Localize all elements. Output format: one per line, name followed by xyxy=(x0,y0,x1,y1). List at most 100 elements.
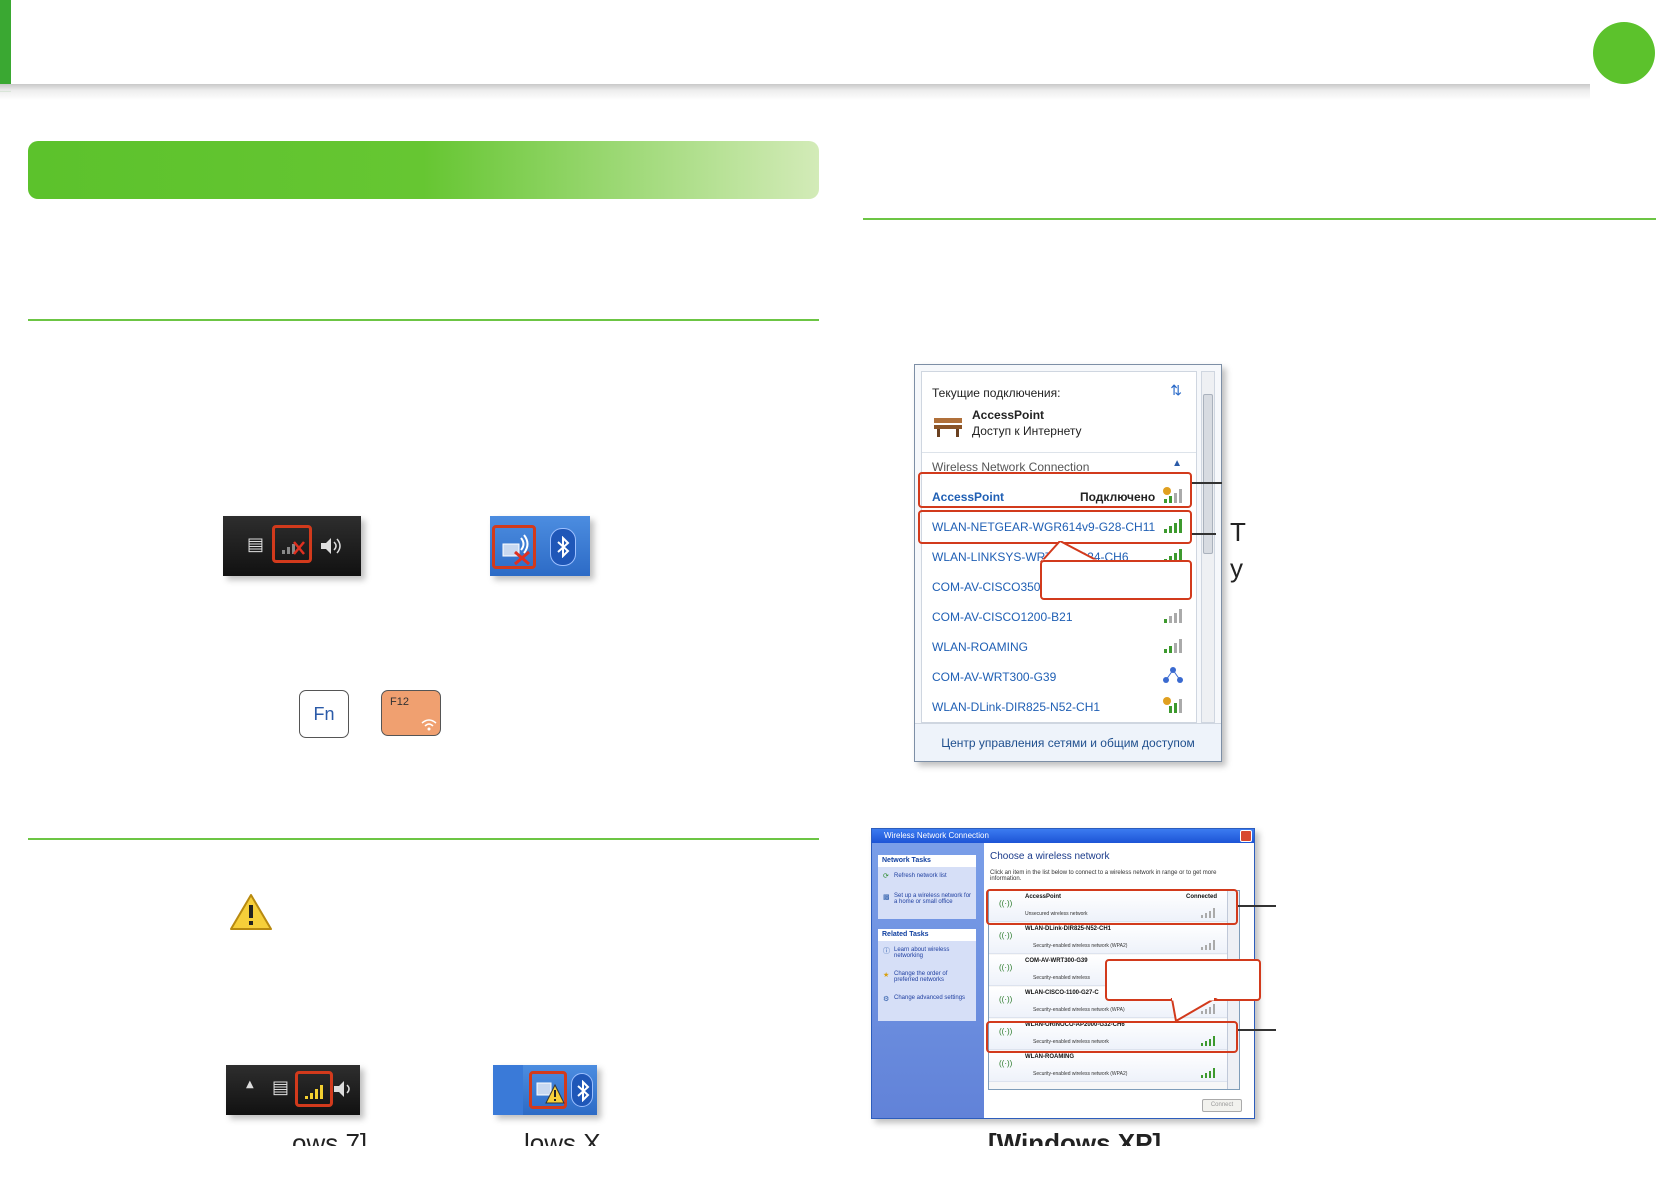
antenna-icon: ((·)) xyxy=(999,899,1013,908)
winxp-caption-fragment: lows X xyxy=(524,1128,601,1146)
adhoc-network-icon xyxy=(1163,667,1183,683)
f12-key-label: F12 xyxy=(390,696,409,708)
scrollbar-thumb[interactable] xyxy=(1203,394,1213,554)
wireless-disconnected-icon xyxy=(502,534,530,566)
section-rule-1 xyxy=(28,319,819,321)
bench-network-icon xyxy=(934,418,962,437)
xp-network-row[interactable]: ((·)) WLAN-ROAMING Security-enabled wire… xyxy=(989,1051,1227,1082)
xp-network-security: Security-enabled wireless network (WPA2) xyxy=(1033,1071,1128,1077)
xp-network-name: WLAN-DLink-DIR825-N52-CH1 xyxy=(1025,926,1112,932)
xp-network-name: WLAN-CISCO-1100-G27-C xyxy=(1025,990,1099,996)
xp-network-name: COM-AV-WRT300-G39 xyxy=(1025,958,1088,964)
network-plug-icon: ▤ xyxy=(247,534,265,555)
xp-tray-limited xyxy=(493,1065,597,1115)
highlight-box xyxy=(492,525,536,569)
tooltip-pointer xyxy=(1170,997,1218,1023)
highlight-selected-network xyxy=(918,510,1192,544)
signal-bars-icon xyxy=(1199,1004,1219,1014)
antenna-icon: ((·)) xyxy=(999,995,1013,1004)
settings-icon: ⚙ xyxy=(883,996,890,1003)
xp-network-security: Security-enabled wireless network xyxy=(1033,1039,1109,1045)
wifi-signal-icon xyxy=(1163,487,1182,503)
callout-leader xyxy=(1192,533,1216,535)
wifi-signal-off-icon xyxy=(282,541,305,555)
callout-leader xyxy=(1238,1029,1276,1031)
network-center-link[interactable]: Центр управления сетями и общим доступом xyxy=(915,723,1221,761)
xp-titlebar: Wireless Network Connection xyxy=(872,829,1254,843)
wireless-group-label: Wireless Network Connection xyxy=(932,460,1090,474)
xp-network-row[interactable]: ((·)) WLAN-DLink-DIR825-N52-CH1 Security… xyxy=(989,923,1227,954)
tooltip-box xyxy=(1040,560,1192,600)
bluetooth-icon xyxy=(550,528,576,566)
xp-description: Click an item in the list below to conne… xyxy=(990,870,1217,882)
win7-tray-connected: ▲ ▤ xyxy=(226,1065,360,1115)
wifi-key-icon xyxy=(421,719,437,731)
network-item[interactable]: COM-AV-CISCO1200-B21 xyxy=(932,610,1073,624)
signal-bars-icon xyxy=(1199,940,1219,950)
side-text-fragment: y xyxy=(1230,553,1243,583)
wifi-signal-icon xyxy=(1163,697,1182,713)
current-network-name: AccessPoint xyxy=(972,408,1045,422)
setup-icon: ▩ xyxy=(883,894,890,901)
win7-tray-disconnected: ▤ xyxy=(223,516,361,576)
setup-network-link[interactable]: Set up a wireless network for a home or … xyxy=(894,893,972,905)
volume-icon xyxy=(334,1081,350,1097)
refresh-icon: ⟳ xyxy=(883,873,889,880)
learn-link[interactable]: Learn about wireless networking xyxy=(894,947,950,959)
xp-caption: [Windows XP] xyxy=(988,1128,1162,1146)
antenna-icon: ((·)) xyxy=(999,963,1013,972)
network-item[interactable]: AccessPoint xyxy=(932,490,1005,504)
refresh-network-link[interactable]: Refresh network list xyxy=(894,873,947,879)
signal-bars-icon xyxy=(1199,1068,1219,1078)
network-item[interactable]: COM-AV-WRT300-G39 xyxy=(932,670,1057,684)
collapse-icon[interactable]: ▲ xyxy=(1172,458,1182,469)
network-item[interactable]: WLAN-DLink-DIR825-N52-CH1 xyxy=(932,700,1101,714)
highlight-selected-network xyxy=(986,1021,1238,1053)
wireless-warning-icon xyxy=(536,1082,565,1104)
xp-network-security: Security-enabled wireless network (WPA) xyxy=(1033,1007,1125,1013)
xp-network-row[interactable]: ((·)) AccessPoint Connected Unsecured wi… xyxy=(989,891,1227,922)
network-item[interactable]: COM-AV-CISCO350-B xyxy=(932,580,1053,594)
bluetooth-icon xyxy=(571,1073,593,1107)
header-shadow xyxy=(0,84,1590,100)
popup-scrollbar[interactable] xyxy=(1201,371,1215,723)
network-item[interactable]: WLAN-ROAMING xyxy=(932,640,1028,654)
f12-key: F12 xyxy=(381,690,441,736)
star-icon: ★ xyxy=(883,972,890,979)
refresh-icon[interactable]: ⇅ xyxy=(1170,382,1182,398)
xp-network-name: WLAN-ROAMING xyxy=(1025,1054,1074,1060)
current-network-status: Доступ к Интернету xyxy=(972,424,1082,438)
highlight-box xyxy=(295,1071,333,1107)
signal-bars-icon xyxy=(1199,908,1219,918)
highlight-connected-network xyxy=(918,472,1192,508)
section-title-bar xyxy=(28,141,819,199)
warning-icon xyxy=(230,894,272,930)
change-order-link[interactable]: Change the order of preferred networks xyxy=(894,971,948,983)
network-tasks-header: Network Tasks xyxy=(878,855,976,867)
wifi-signal-icon xyxy=(1164,519,1182,533)
info-icon: ⓘ xyxy=(883,948,890,955)
antenna-icon: ((·)) xyxy=(999,1059,1013,1068)
fn-key: Fn xyxy=(299,690,349,738)
signal-bars-icon xyxy=(1199,1036,1219,1046)
show-hidden-icons-arrow: ▲ xyxy=(246,1079,254,1090)
page-indicator-dot xyxy=(1593,22,1655,84)
xp-task-pane: Network Tasks ⟳ Refresh network list ▩ S… xyxy=(872,843,984,1118)
network-plug-icon: ▤ xyxy=(272,1077,290,1098)
related-tasks-header: Related Tasks xyxy=(878,929,976,941)
xp-network-row[interactable]: ((·)) WLAN-ORINOCO-AP2000-G32-CH6 Securi… xyxy=(989,1019,1227,1050)
connect-button[interactable]: Connect xyxy=(1202,1099,1242,1112)
xp-network-name: WLAN-ORINOCO-AP2000-G32-CH6 xyxy=(1025,1022,1125,1028)
highlight-box xyxy=(272,525,312,563)
tooltip-box xyxy=(1105,959,1261,1001)
xp-network-security: Unsecured wireless network xyxy=(1025,911,1088,917)
connected-label: Подключено xyxy=(1080,490,1156,504)
close-icon[interactable] xyxy=(1240,830,1252,842)
side-text-fragment: T xyxy=(1230,517,1246,547)
change-advanced-link[interactable]: Change advanced settings xyxy=(894,995,966,1001)
win7-caption-fragment: ows 7] xyxy=(292,1128,368,1146)
xp-connected-label: Connected xyxy=(1185,894,1217,900)
antenna-icon: ((·)) xyxy=(999,1027,1013,1036)
callout-leader xyxy=(1192,482,1222,484)
network-item[interactable]: WLAN-NETGEAR-WGR614v9-G28-CH11 xyxy=(932,520,1156,534)
